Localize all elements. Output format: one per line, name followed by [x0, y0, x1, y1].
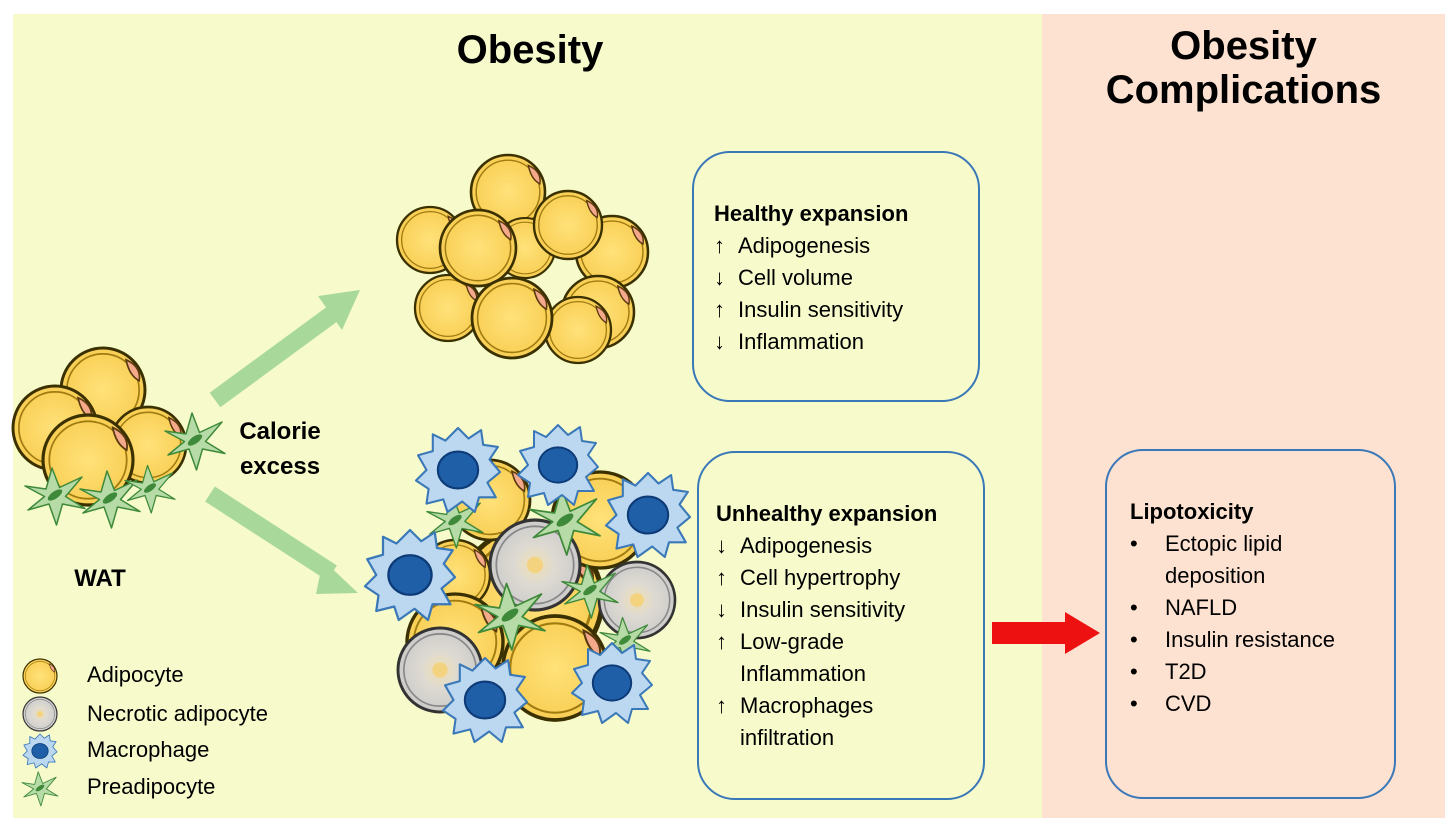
- legend-preadipocyte: Preadipocyte: [87, 774, 216, 799]
- complications-title: Obesity Complications: [1042, 24, 1445, 112]
- lipotoxicity-item: •Ectopic lipid: [1130, 531, 1283, 556]
- lipotoxicity-box: Lipotoxicity •Ectopic lipid deposition •…: [1105, 449, 1396, 799]
- healthy-cluster: [395, 153, 650, 365]
- unhealthy-item: ↑Macrophages: [716, 693, 874, 718]
- lipotoxicity-heading: Lipotoxicity: [1130, 499, 1254, 524]
- unhealthy-item: Inflammation: [740, 661, 866, 686]
- complications-title-line1: Obesity: [1170, 24, 1317, 68]
- unhealthy-item: ↑Cell hypertrophy: [716, 565, 901, 590]
- lipotoxicity-item: •CVD: [1130, 691, 1212, 716]
- unhealthy-cluster: [363, 424, 690, 744]
- lipotoxicity-item: •T2D: [1130, 659, 1207, 684]
- healthy-expansion-box: Healthy expansion ↑Adipogenesis ↓Cell vo…: [692, 151, 980, 402]
- macrophage-icon: [22, 733, 58, 769]
- unhealthy-item: ↑Low-grade: [716, 629, 844, 654]
- preadipocyte-icon: [22, 772, 58, 806]
- unhealthy-item: ↓Adipogenesis: [716, 533, 873, 558]
- obesity-title: Obesity: [456, 28, 604, 72]
- unhealthy-item: infiltration: [740, 725, 835, 750]
- unhealthy-item: ↓Insulin sensitivity: [716, 597, 906, 622]
- unhealthy-heading: Unhealthy expansion: [716, 501, 938, 526]
- healthy-item: ↓Cell volume: [714, 265, 853, 290]
- calorie-label-line2: excess: [239, 452, 321, 480]
- lipotoxicity-item: •Insulin resistance: [1130, 627, 1335, 652]
- red-arrow: [992, 612, 1100, 654]
- healthy-heading: Healthy expansion: [714, 201, 909, 226]
- healthy-item: ↑Insulin sensitivity: [714, 297, 904, 322]
- adipocyte-icon: [22, 658, 58, 694]
- calorie-label-line1: Calorie: [239, 418, 321, 445]
- wat-label: WAT: [74, 565, 126, 592]
- green-arrow-up: [209, 290, 360, 408]
- green-arrow-down: [205, 486, 358, 594]
- wat-cluster: [13, 346, 225, 528]
- healthy-item: ↓Inflammation: [714, 329, 864, 354]
- necrotic-adipocyte-icon: [23, 697, 57, 731]
- lipotoxicity-item: deposition: [1165, 563, 1266, 588]
- calorie-excess-label: Calorie excess: [220, 415, 340, 485]
- unhealthy-expansion-box: Unhealthy expansion ↓Adipogenesis ↑Cell …: [697, 451, 985, 800]
- lipotoxicity-item: •NAFLD: [1130, 595, 1238, 620]
- legend-macrophage: Macrophage: [87, 737, 210, 762]
- legend-adipocyte: Adipocyte: [87, 662, 184, 687]
- legend-necrotic-adipocyte: Necrotic adipocyte: [87, 701, 268, 726]
- healthy-item: ↑Adipogenesis: [714, 233, 871, 258]
- complications-title-line2: Complications: [1105, 68, 1382, 112]
